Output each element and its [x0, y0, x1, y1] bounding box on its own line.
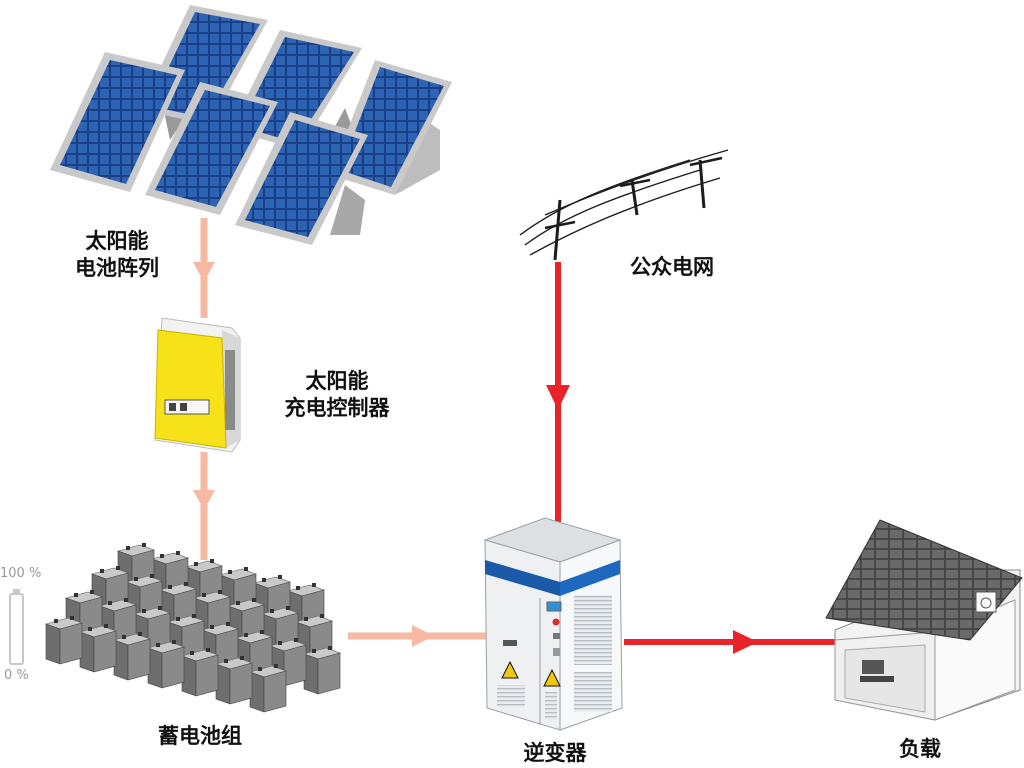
solar-array-label-line2: 电池阵列 [75, 256, 159, 280]
solar-panel-array [50, 5, 452, 245]
battery-unit [249, 664, 287, 713]
charge-controller-label-line1: 太阳能 [305, 369, 369, 393]
solar-panel [235, 112, 368, 245]
public-grid-label: 公众电网 [630, 255, 714, 279]
solar-array-label: 太阳能 电池阵列 [62, 228, 172, 282]
solar-panel [330, 60, 452, 195]
charge-controller-label-line2: 充电控制器 [284, 396, 390, 420]
battery-level-gauge [9, 589, 24, 665]
house-load [825, 519, 1023, 721]
battery-bank-label: 蓄电池组 [158, 724, 242, 748]
charge-controller-device [154, 317, 241, 453]
inverter-label: 逆变器 [523, 741, 587, 765]
ac-flow-arrows [546, 262, 840, 654]
battery-unit [303, 646, 341, 695]
load-label: 负载 [899, 737, 941, 761]
battery-unit [147, 640, 185, 689]
solar-panel [145, 82, 278, 215]
battery-unit [113, 632, 151, 681]
dc-flow-arrows [193, 218, 490, 647]
battery-gauge-bottom-label: 0 % [4, 668, 29, 683]
inverter-cabinet [483, 517, 623, 731]
solar-panel [50, 52, 185, 192]
battery-unit [181, 648, 219, 697]
battery-unit [215, 656, 253, 705]
battery-unit [79, 624, 117, 673]
power-grid-pole [519, 149, 729, 261]
solar-array-label-line1: 太阳能 [85, 229, 149, 253]
battery-gauge-top-label: 100 % [0, 566, 42, 581]
battery-unit [45, 616, 83, 665]
charge-controller-label: 太阳能 充电控制器 [262, 368, 412, 422]
battery-bank [45, 543, 341, 713]
